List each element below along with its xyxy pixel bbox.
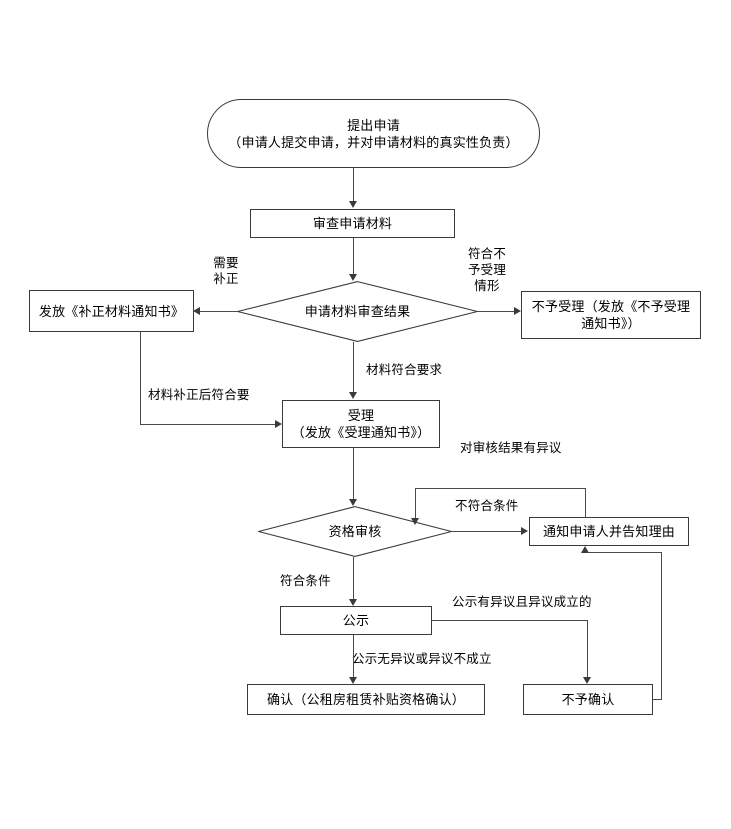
connector-objection-down xyxy=(415,488,416,519)
arrowhead-qualification-to-publicity xyxy=(349,599,357,606)
connector-qualification-to-notify xyxy=(451,531,523,532)
connector-decision-to-correction xyxy=(198,311,238,312)
connector-decision-to-not-accepted xyxy=(477,311,516,312)
connector-correction-right xyxy=(140,424,276,425)
connector-publicity-right xyxy=(432,620,588,621)
edge-label-objection-to-result: 对审核结果有异议 xyxy=(460,441,562,455)
node-review-result-label: 申请材料审查结果 xyxy=(304,304,411,319)
node-publicity: 公示 xyxy=(280,606,432,635)
diamond-shape-icon xyxy=(258,506,452,557)
node-not-accepted: 不予受理（发放《不予受理 通知书》） xyxy=(521,291,701,339)
arrowhead-objection-to-qualification xyxy=(411,518,419,525)
node-review-materials: 审查申请材料 xyxy=(250,209,455,238)
connector-publicity-down-to-not-confirmed xyxy=(587,620,588,678)
node-issue-correction-notice: 发放《补正材料通知书》 xyxy=(29,290,194,332)
edge-label-corrected-compliant: 材料补正后符合要 xyxy=(148,388,250,402)
node-qualification-review-label: 资格审核 xyxy=(328,524,382,539)
connector-not-confirmed-to-notify xyxy=(585,552,662,553)
connector-not-confirmed-up xyxy=(661,552,662,700)
node-accepted: 受理 （发放《受理通知书》） xyxy=(282,400,440,448)
connector-not-confirmed-right xyxy=(653,699,662,700)
arrowhead-correction-to-accepted xyxy=(275,420,282,428)
arrowhead-review-to-decision xyxy=(349,274,357,281)
arrowhead-not-confirmed-to-notify xyxy=(581,546,589,553)
edge-label-need-correction: 需要 补正 xyxy=(213,256,239,286)
edge-label-qualified: 符合条件 xyxy=(280,574,331,588)
arrowhead-publicity-to-not-confirmed xyxy=(583,677,591,684)
node-confirm: 确认（公租房租赁补贴资格确认） xyxy=(247,684,485,715)
connector-apply-to-review xyxy=(353,168,354,202)
arrowhead-apply-to-review xyxy=(349,201,357,208)
node-review-result: 申请材料审查结果 xyxy=(237,281,478,342)
edge-label-meets-non-acceptance: 符合不 予受理 情形 xyxy=(467,247,507,293)
connector-accepted-to-qualification xyxy=(353,448,354,500)
node-apply: 提出申请 （申请人提交申请，并对申请材料的真实性负责） xyxy=(207,99,540,168)
connector-decision-to-accepted xyxy=(353,342,354,393)
arrowhead-decision-to-not-accepted xyxy=(514,307,521,315)
arrowhead-publicity-to-confirm xyxy=(349,677,357,684)
edge-label-publicity-objection-valid: 公示有异议且异议成立的 xyxy=(452,595,592,609)
connector-correction-down xyxy=(140,332,141,425)
edge-label-publicity-no-objection: 公示无异议或异议不成立 xyxy=(352,652,492,666)
connector-objection-left xyxy=(415,488,586,489)
connector-review-to-decision xyxy=(353,238,354,275)
connector-qualification-to-publicity xyxy=(353,557,354,600)
connector-publicity-to-confirm xyxy=(353,635,354,678)
arrowhead-decision-to-correction xyxy=(193,307,200,315)
node-notify-applicant: 通知申请人并告知理由 xyxy=(529,517,689,546)
node-qualification-review: 资格审核 xyxy=(258,506,452,557)
edge-label-not-qualified: 不符合条件 xyxy=(455,499,519,513)
arrowhead-accepted-to-qualification xyxy=(349,499,357,506)
connector-notify-up xyxy=(585,488,586,518)
edge-label-materials-compliant: 材料符合要求 xyxy=(366,363,443,377)
diamond-shape-icon xyxy=(237,281,478,342)
node-not-confirmed: 不予确认 xyxy=(523,684,653,715)
arrowhead-qualification-to-notify xyxy=(521,527,528,535)
arrowhead-decision-to-accepted xyxy=(349,392,357,399)
